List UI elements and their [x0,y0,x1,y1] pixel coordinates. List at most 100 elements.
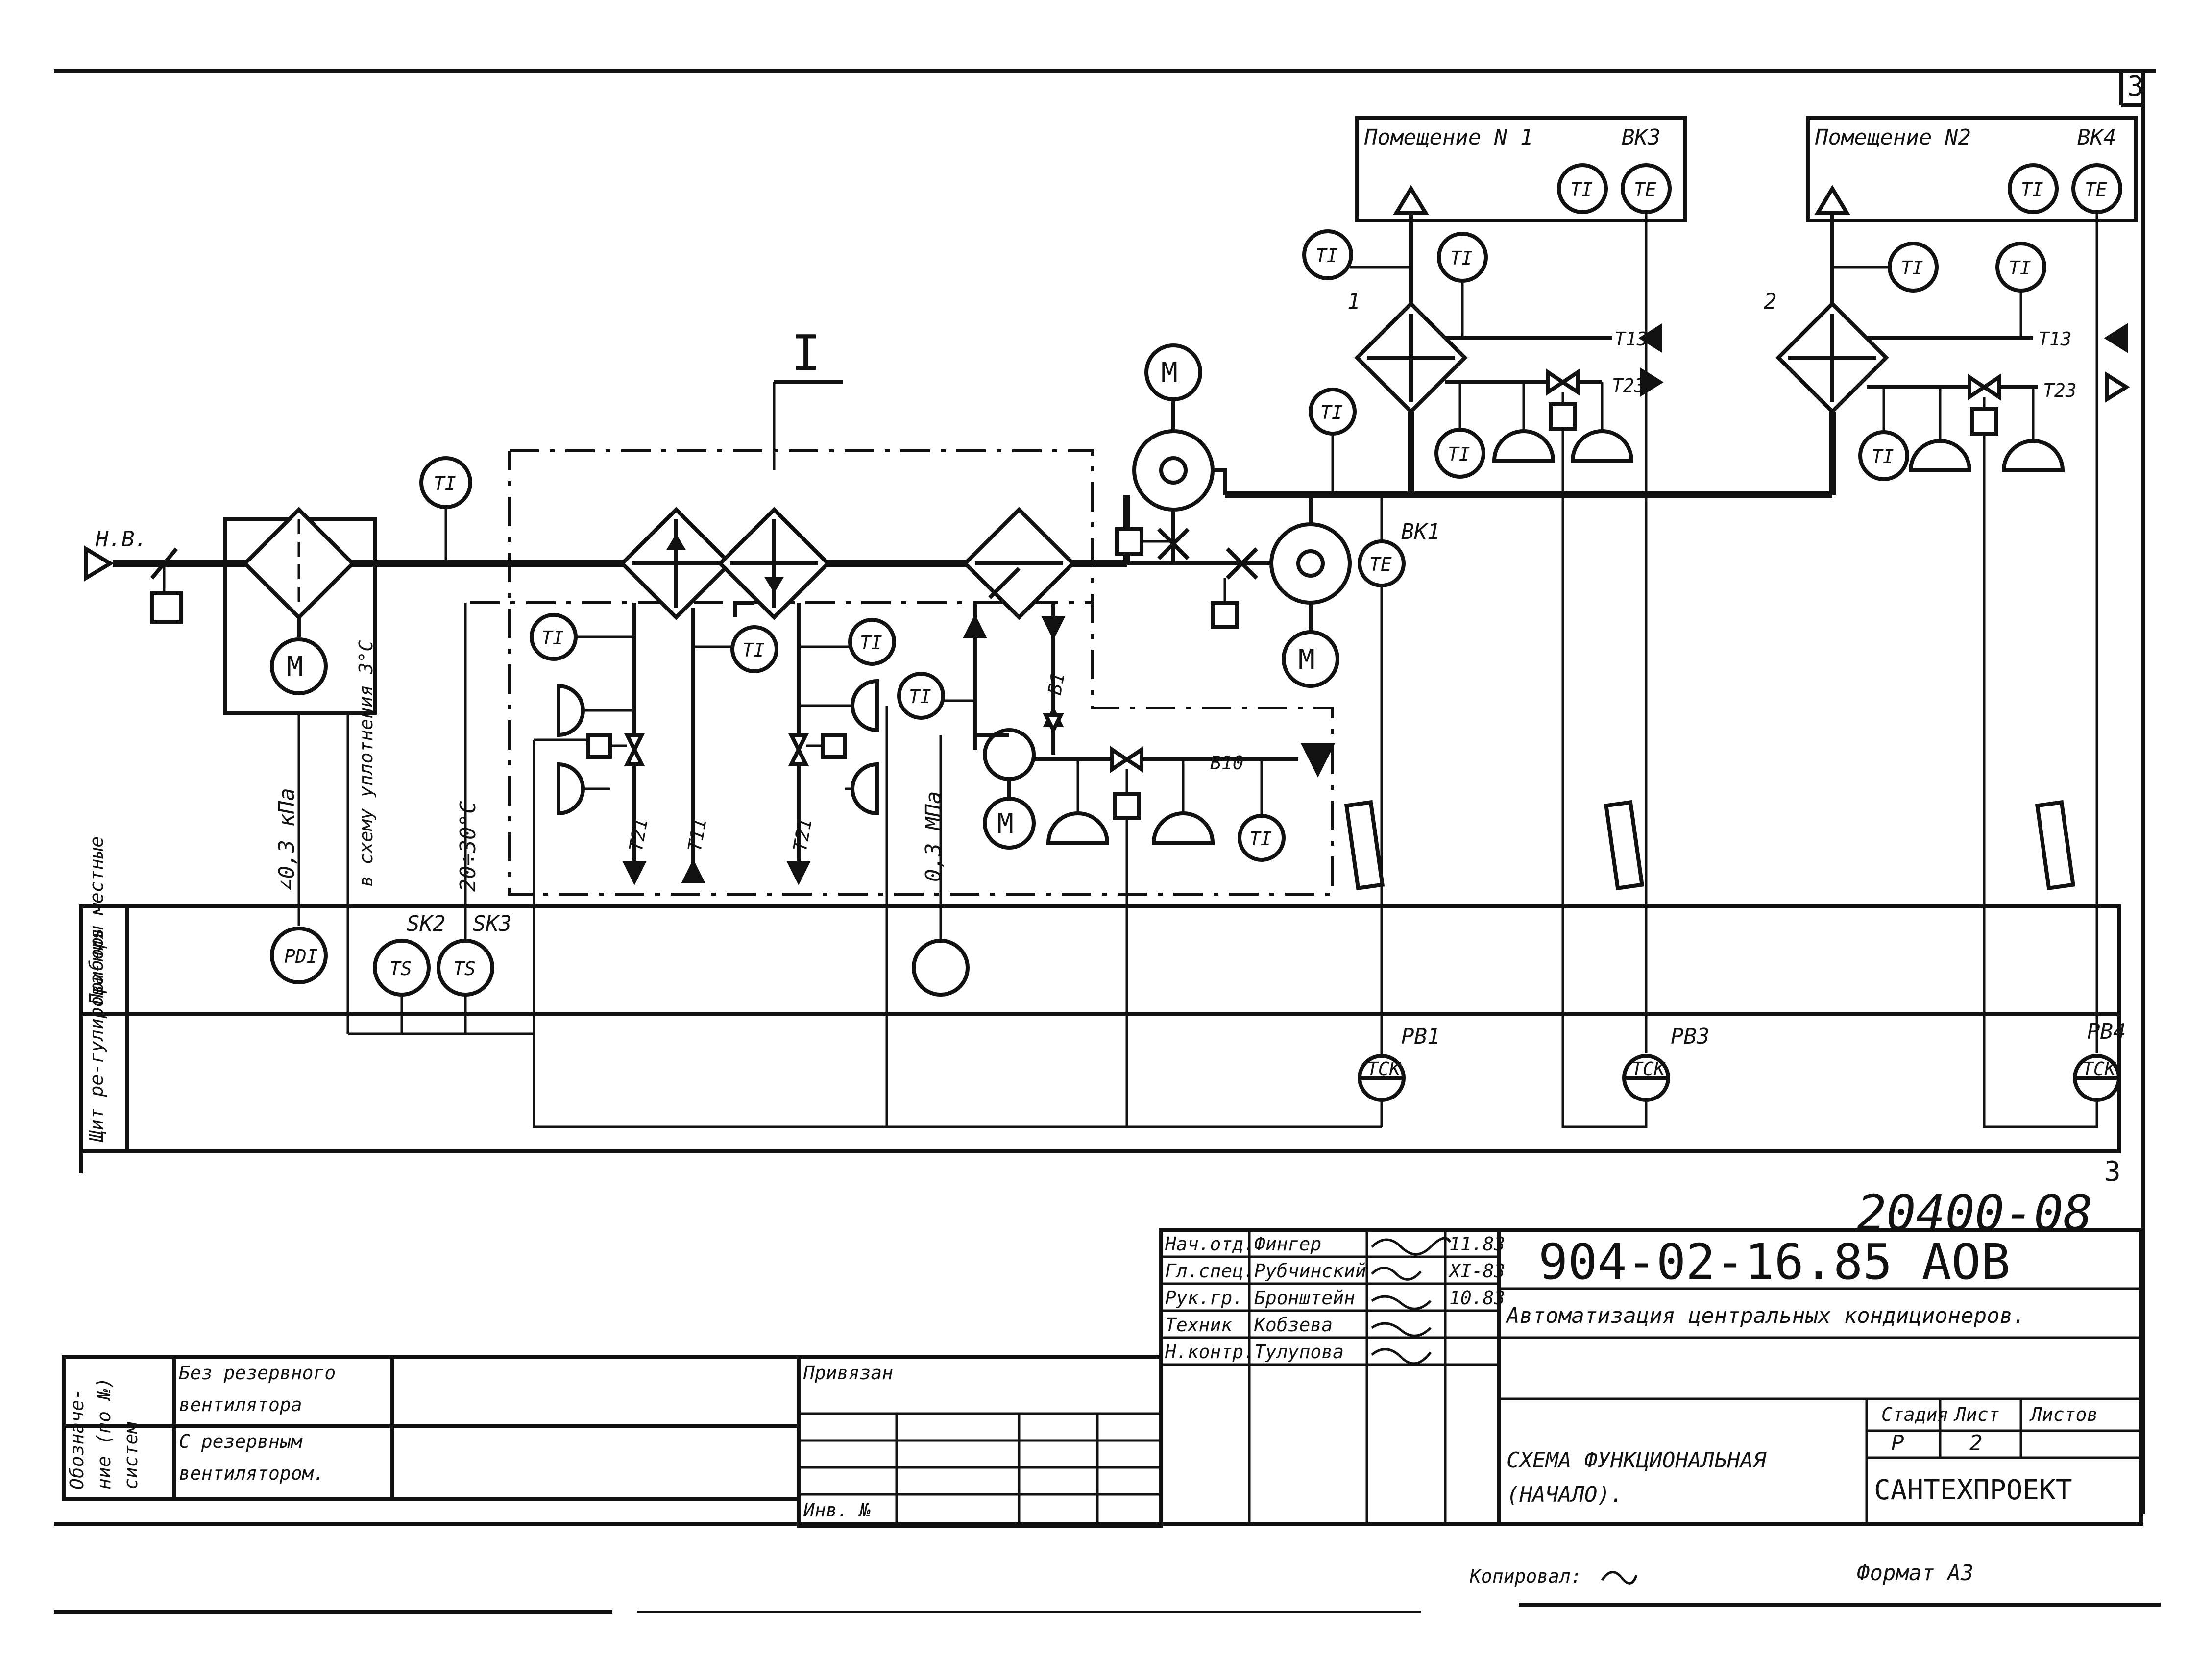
air-handling-unit-frame: I [470,324,1334,896]
row-local-instruments: Приборы местные [86,836,107,1005]
te-label: TE [1634,179,1656,200]
systems-row2-line2: вентилятором. [179,1463,324,1484]
ts-label: TS [453,958,476,979]
rv1-tag: РВ1 [1401,1024,1440,1049]
sheet-label: Лист [1953,1404,2000,1425]
pipe-b1-label: В1 [1044,671,1069,697]
damper-actuator [150,591,183,624]
pump-icon [983,728,1036,781]
ti-label: TI [1450,247,1473,269]
heater-2 [717,507,831,620]
reheater-2-number: 2 [1764,289,1777,314]
room-1-title: Помещение N 1 [1364,125,1533,150]
organization-name: САНТЕХПРОЕКТ [1874,1474,2072,1506]
temperature-range-label: 20÷30°С [456,801,481,892]
bound-block: Привязан Инв. № [797,1355,1163,1528]
sign-role-3: Рук.гр. [1165,1287,1243,1309]
heater-1 [619,507,733,620]
cooler [962,507,1076,620]
pipe-t23-label: Т23 [2043,380,2077,401]
reheater-1-number: 1 [1347,289,1361,314]
copied-by-label: Копировал: [1469,1565,1582,1587]
fan2-motor-label: M [1298,644,1315,676]
row-control-panel: Щит ре-гулирова-ния [86,928,107,1142]
systems-row1-line2: вентилятора [179,1394,302,1416]
tck-label: TCK [2082,1058,2117,1080]
te-label: TE [2085,179,2107,200]
bound-label: Привязан [803,1362,893,1384]
sheet-title-line2: (НАЧАЛО). [1507,1482,1623,1507]
sign-name-2: Рубчинский [1254,1260,1366,1282]
heater-2-piping: TI Т21 [786,603,896,885]
filter-unit: M [223,507,377,715]
rv3-tag: РВ3 [1671,1024,1709,1049]
pressure-label-1: ∠0,3 кПа [274,788,299,892]
sign-role-1: Нач.отд. [1165,1233,1255,1255]
unit-label: I [791,324,821,382]
systems-side-label-3: систем [120,1422,142,1489]
ti-label: TI [860,632,882,654]
systems-row2-line1: С резервным [179,1431,303,1452]
heater-1-piping: TI Т21 Т11 TI [530,601,778,885]
sheet-value: 2 [1969,1431,1983,1456]
drawing-title: Автоматизация центральных кондиционеров. [1505,1303,2026,1328]
ti-label: TI [434,473,456,494]
stage-value: Р [1891,1431,1904,1456]
ti-label: TI [2009,257,2031,279]
sheet-number-bottom: 3 [2104,1156,2121,1188]
sign-role-4: Техник [1165,1314,1233,1336]
sheet-number: 3 [2127,71,2144,102]
ti-label: TI [541,627,564,649]
tck-label: TCK [1631,1058,1667,1080]
pdi-label: PDI [284,946,318,967]
ti-label: TI [1872,446,1894,467]
tck-label: TCK [1367,1058,1402,1080]
pipe-t21-label: Т21 [625,816,652,853]
motor-label: M [287,651,303,683]
copied-by-signature [1601,1571,1638,1585]
fan-1-icon [1132,429,1215,512]
main-air-duct [113,412,1836,567]
outdoor-air-label: Н.В. [95,527,147,552]
pipe-t11-label: Т11 [684,816,711,853]
room-2-title: Помещение N2 [1815,125,1971,150]
format-label: Формат А3 [1857,1561,1973,1586]
systems-side-label-1: Обозначе- [66,1389,88,1489]
ts-label: TS [389,958,412,979]
inventory-number: 20400-08 [1857,1184,2093,1242]
fan-motor-icon [270,637,328,695]
ti-label: TI [909,686,931,708]
ti-label: TI [1315,245,1338,267]
fans: M M TI TE ВК1 [1115,343,1440,1044]
pipe-t21-label: Т21 [789,816,816,853]
sign-date-3: 10.83 [1449,1287,1505,1309]
systems-row1-line1: Без резервного [179,1362,336,1384]
ti-intake: TI [419,456,472,563]
sheet-title-line1: СХЕМА ФУНКЦИОНАЛЬНАЯ [1507,1448,1767,1473]
ti-label: TI [1901,257,1923,279]
inventory-label: Инв. № [803,1499,871,1521]
vk1-tag: ВК1 [1401,519,1440,544]
sk2-tag: SK2 [407,911,445,936]
ti-label: TI [1570,179,1593,200]
sign-role-5: Н.контр. [1165,1341,1255,1363]
sign-name-1: Фингер [1254,1233,1321,1255]
ti-label: TI [742,639,765,661]
pipe-t13-label: Т13 [2038,328,2072,350]
pipe-b10-label: В10 [1210,752,1244,774]
room-2-tag: ВК4 [2077,125,2116,150]
te-label: TE [1369,554,1392,575]
stage-label: Стадия [1881,1404,1948,1425]
sheets-label: Листов [2029,1404,2098,1425]
drawing-code: 904-02-16.85 АОВ [1538,1233,2010,1291]
title-block: Нач.отд. Фингер 11.83 Гл.спец. Рубчински… [1159,1228,2143,1526]
ti-label: TI [1320,402,1343,423]
rv4-tag: РВ4 [2087,1019,2126,1044]
sign-name-3: Бронштейн [1254,1287,1355,1309]
sign-date-2: XI-83 [1448,1260,1505,1282]
room-1-tag: ВК3 [1622,125,1660,150]
room-1: Помещение N 1 ВК3 TI TE 1 TI TI Т13 Т23 … [1302,116,1687,1053]
ti-label: TI [1249,828,1272,850]
instrument-strips: Приборы местные Щит ре-гулирова-ния PDI … [79,603,2126,1173]
